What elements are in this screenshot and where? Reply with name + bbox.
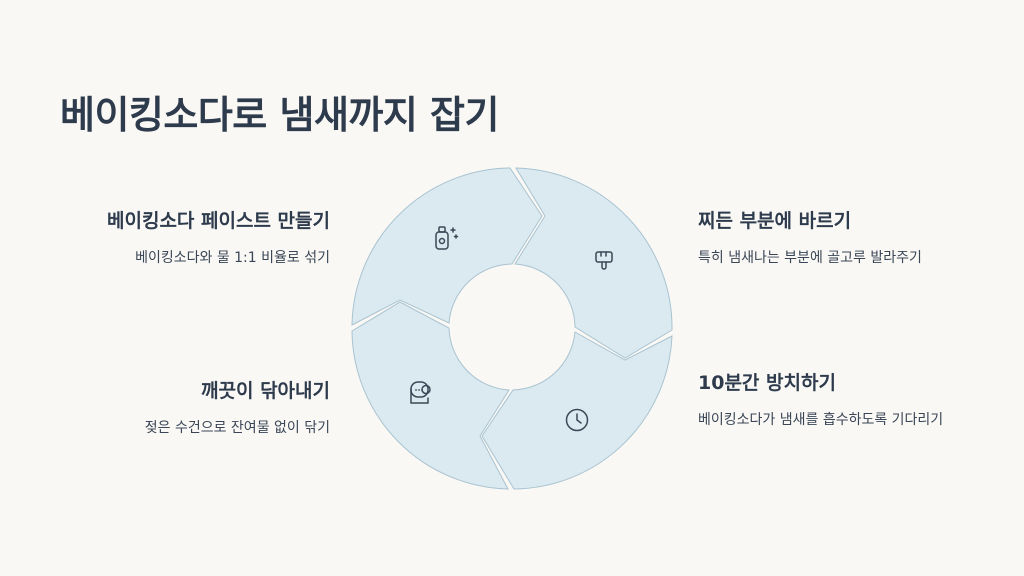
step-description: 특히 냄새나는 부분에 골고루 발라주기 (698, 250, 922, 266)
cycle-segment-paste (351, 167, 543, 326)
paint-brush-icon (595, 251, 613, 270)
page-title: 베이킹소다로 냄새까지 잡기 (60, 93, 499, 137)
spray-bottle-icon (435, 226, 459, 250)
step-apply: 찌든 부분에 바르기 특히 냄새나는 부분에 골고루 발라주기 (698, 206, 922, 269)
cycle-segment-apply (514, 167, 673, 359)
paper-towel-icon (410, 381, 431, 404)
step-make-paste: 베이킹소다 페이스트 만들기 베이킹소다와 물 1:1 비율로 섞기 (107, 206, 330, 269)
cycle-segment-wait (481, 331, 673, 490)
step-wipe: 깨끗이 닦아내기 젖은 수건으로 잔여물 없이 닦기 (145, 376, 330, 439)
clock-icon (565, 408, 589, 432)
step-heading: 베이킹소다 페이스트 만들기 (107, 210, 330, 232)
cycle-segment-wipe (351, 301, 510, 490)
step-description: 젖은 수건으로 잔여물 없이 닦기 (144, 420, 330, 436)
step-heading: 찌든 부분에 바르기 (698, 210, 852, 232)
step-wait: 10분간 방치하기 베이킹소다가 냄새를 흡수하도록 기다리기 (698, 368, 978, 431)
step-heading: 깨끗이 닦아내기 (201, 380, 330, 402)
step-description: 베이킹소다가 냄새를 흡수하도록 기다리기 (698, 412, 944, 428)
step-heading: 10분간 방치하기 (698, 372, 836, 394)
step-description: 베이킹소다와 물 1:1 비율로 섞기 (135, 250, 330, 266)
